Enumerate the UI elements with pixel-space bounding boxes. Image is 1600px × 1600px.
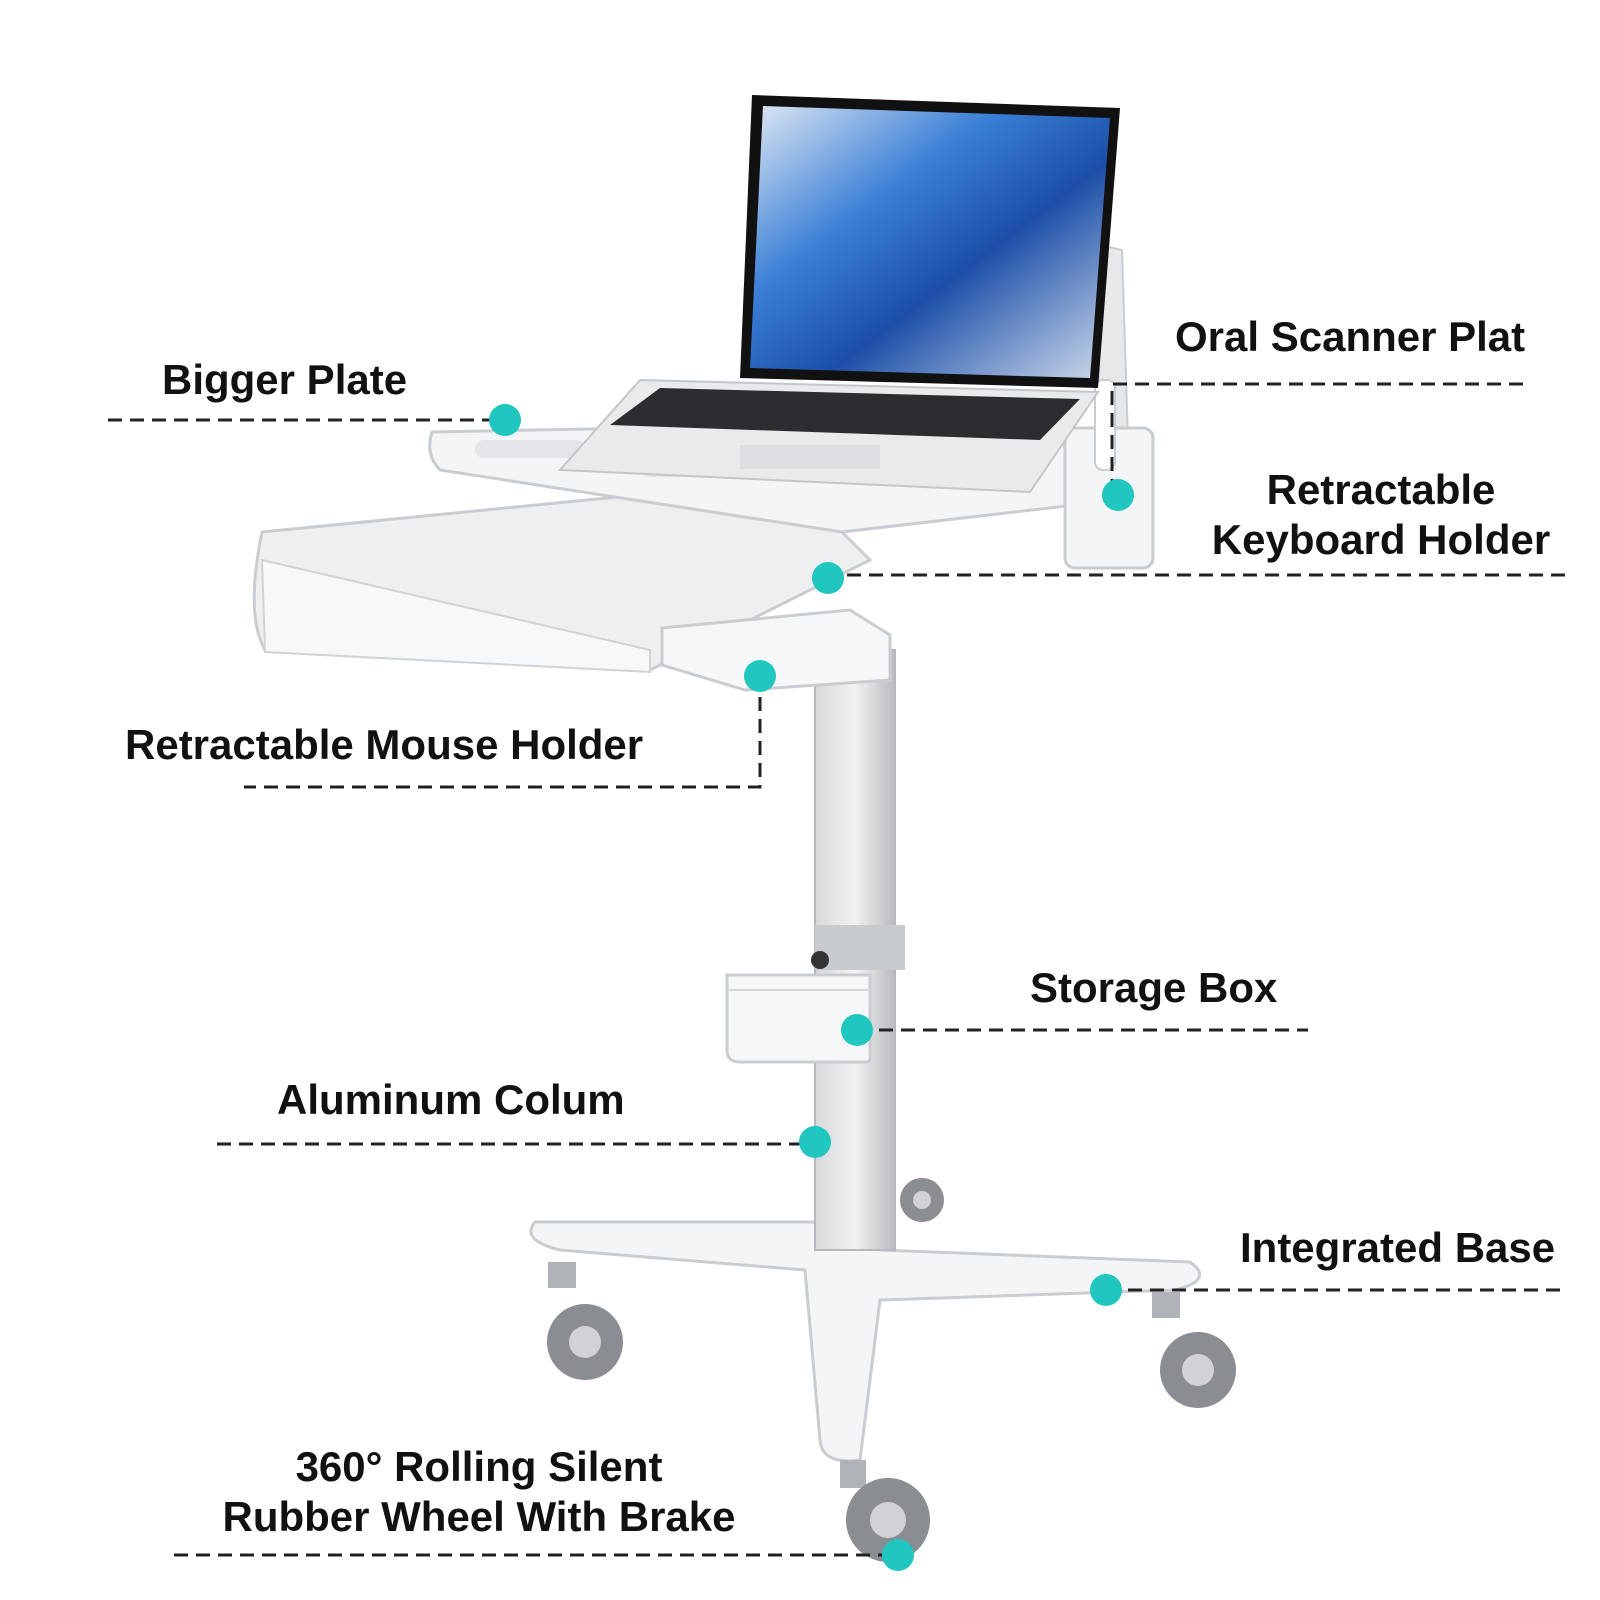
aluminum-column	[811, 649, 905, 1251]
teal-dot-icon	[841, 1014, 873, 1046]
teal-dot-icon	[812, 562, 844, 594]
mouse-holder	[660, 608, 892, 692]
laptop	[557, 95, 1120, 494]
label-bigger-plate: Bigger Plate	[162, 356, 408, 403]
teal-dot-icon	[489, 404, 521, 436]
wheel-left	[547, 1262, 623, 1380]
teal-dot-icon	[882, 1539, 914, 1571]
label-retractable-mouse-holder: Retractable Mouse Holder	[125, 721, 644, 768]
teal-dot-icon	[744, 660, 776, 692]
teal-dot-icon	[799, 1126, 831, 1158]
integrated-base	[529, 1220, 1202, 1463]
label-oral-scanner-plat: Oral Scanner Plat	[1175, 313, 1526, 360]
label-keyboard-holder-line1: Retractable	[1266, 466, 1496, 513]
label-integrated-base: Integrated Base	[1240, 1224, 1556, 1271]
wheel-back	[900, 1178, 944, 1222]
label-wheel-line1: 360° Rolling Silent	[295, 1443, 663, 1490]
markers	[489, 404, 1134, 1571]
label-wheel-line2: Rubber Wheel With Brake	[222, 1493, 736, 1541]
label-retractable-keyboard-holder: Retractable Keyboard Holder	[1190, 465, 1572, 566]
storage-box	[725, 973, 872, 1064]
wheel-right	[1152, 1292, 1236, 1408]
label-rolling-wheel: 360° Rolling Silent Rubber Wheel With Br…	[205, 1442, 753, 1543]
leader-lines	[108, 382, 1565, 1557]
label-storage-box: Storage Box	[1030, 964, 1278, 1011]
teal-dot-icon	[1102, 479, 1134, 511]
wheel-front	[840, 1460, 930, 1562]
leader-oral-scanner	[1110, 382, 1528, 493]
label-keyboard-holder-line2: Keyboard Holder	[1211, 516, 1551, 564]
leader-mouse-holder	[244, 675, 762, 789]
label-aluminum-colum: Aluminum Colum	[277, 1076, 625, 1123]
teal-dot-icon	[1090, 1274, 1122, 1306]
